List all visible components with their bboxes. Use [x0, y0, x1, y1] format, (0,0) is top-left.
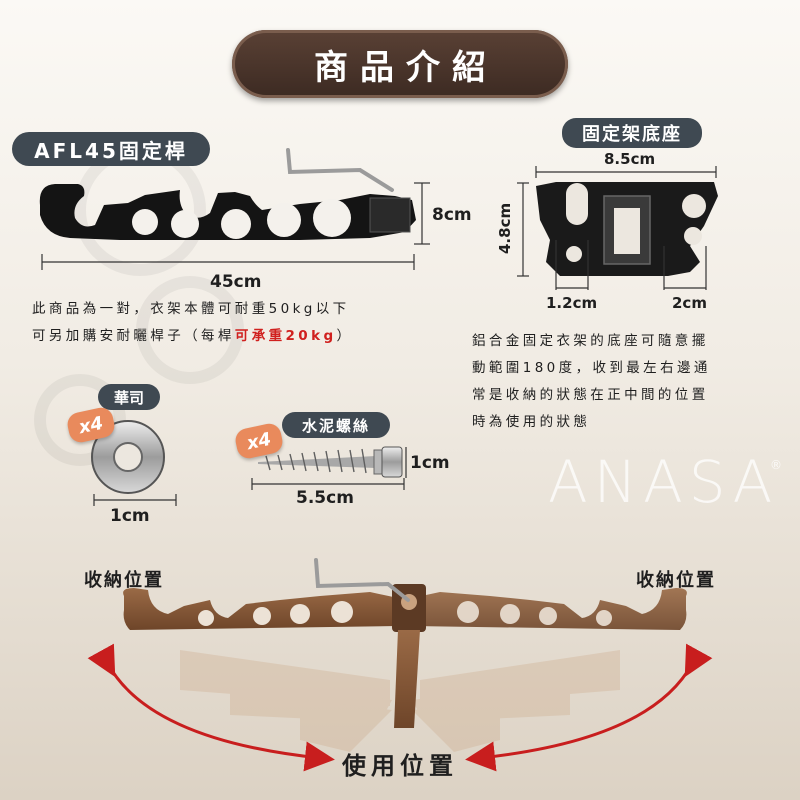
title-banner: 商品介紹 — [232, 30, 568, 98]
rod-dimension-lines — [41, 182, 430, 270]
washer-size-label: 1cm — [110, 506, 150, 526]
brand-name: ANASA — [548, 448, 779, 516]
base-image — [536, 182, 718, 276]
screw-image — [258, 446, 403, 478]
use-position-label: 使用位置 — [342, 752, 458, 780]
base-desc-line: 常是收納的狀態在正中間的位置 — [472, 387, 709, 403]
load-highlight: 可承重20kg — [234, 328, 337, 344]
storage-position-right-label: 收納位置 — [636, 570, 716, 591]
base-desc-line: 動範圍180度，收到最左右邊通 — [472, 360, 711, 376]
base-width-label: 8.5cm — [604, 150, 656, 168]
rod-tag: AFL45固定桿 — [12, 132, 210, 166]
washer-tag: 華司 — [98, 384, 160, 410]
registered-mark: ® — [770, 458, 782, 472]
rotation-arrows — [87, 643, 713, 772]
info-line-2: 可另加購安耐曬桿子（每桿可承重20kg） — [32, 328, 354, 344]
rod-image — [39, 148, 416, 240]
base-desc-line: 鋁合金固定衣架的底座可隨意擺 — [472, 333, 709, 349]
page-title: 商品介紹 — [314, 47, 498, 88]
base-tag: 固定架底座 — [562, 118, 702, 148]
rotation-illustration — [123, 558, 687, 752]
info-line-1: 此商品為一對，衣架本體可耐重50kg以下 — [32, 301, 350, 317]
base-hole-left-label: 1.2cm — [546, 294, 598, 312]
brand-logo: ANASA ® — [548, 448, 782, 516]
screw-height-label: 1cm — [410, 453, 450, 473]
base-dimension-lines — [517, 166, 717, 290]
base-hole-right-label: 2cm — [672, 294, 707, 312]
base-desc-line: 時為使用的狀態 — [472, 414, 591, 430]
storage-position-left-label: 收納位置 — [84, 570, 164, 591]
product-info: 此商品為一對，衣架本體可耐重50kg以下 可另加購安耐曬桿子（每桿可承重20kg… — [32, 296, 353, 350]
washer-image — [91, 420, 165, 494]
base-description: 鋁合金固定衣架的底座可隨意擺 動範圍180度，收到最左右邊通 常是收納的狀態在正… — [472, 328, 711, 436]
rod-height-label: 8cm — [432, 205, 472, 225]
screw-dimension-lines — [251, 447, 407, 490]
screw-tag: 水泥螺絲 — [282, 412, 390, 438]
screw-length-label: 5.5cm — [296, 488, 354, 508]
rod-length-label: 45cm — [210, 272, 262, 292]
washer-dimension-lines — [93, 494, 177, 506]
